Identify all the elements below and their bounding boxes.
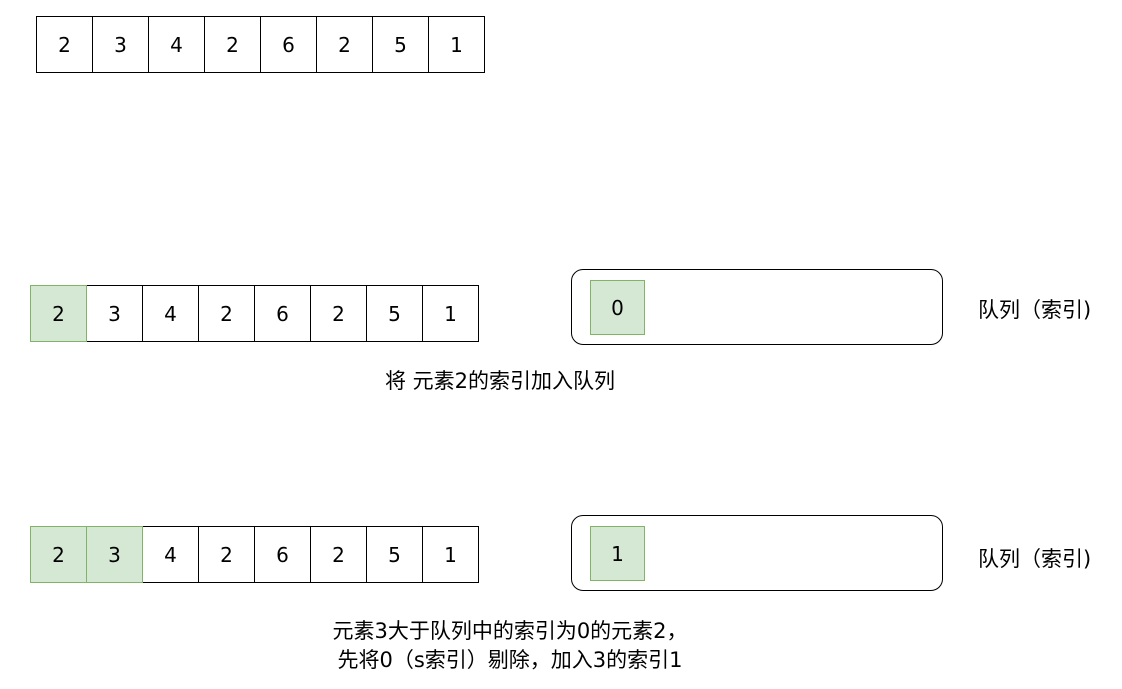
array-cell: 6 (254, 526, 311, 583)
array-cell: 2 (204, 16, 261, 73)
array-cell: 1 (422, 526, 479, 583)
caption-line: 先将0（s索引）剔除，加入3的索引1 (337, 648, 683, 672)
queue-item: 0 (590, 280, 645, 335)
step-2-caption: 元素3大于队列中的索引为0的元素2， 先将0（s索引）剔除，加入3的索引1 (240, 617, 780, 675)
array-cell: 4 (142, 526, 199, 583)
array-cell: 2 (316, 16, 373, 73)
queue-label: 队列（索引) (978, 547, 1092, 571)
array-cell: 6 (260, 16, 317, 73)
array-cell: 3 (86, 285, 143, 342)
array-cell: 3 (92, 16, 149, 73)
step-1-caption: 将 元素2的索引加入队列 (330, 367, 670, 396)
array-cell: 2 (198, 526, 255, 583)
array-cell: 3 (86, 526, 143, 583)
array-cell: 5 (372, 16, 429, 73)
array-cell: 2 (310, 285, 367, 342)
array-cell: 2 (310, 526, 367, 583)
queue-label: 队列（索引) (978, 298, 1092, 322)
array-cell: 2 (198, 285, 255, 342)
array-cell: 2 (30, 526, 87, 583)
array-cell: 1 (428, 16, 485, 73)
array-cell: 5 (366, 285, 423, 342)
array-cell: 2 (30, 285, 87, 342)
queue-box-step-1: 0 (571, 269, 943, 345)
queue-box-step-2: 1 (571, 515, 943, 591)
queue-item: 1 (590, 526, 645, 581)
array-cell: 6 (254, 285, 311, 342)
array-cell: 1 (422, 285, 479, 342)
caption-line: 元素3大于队列中的索引为0的元素2， (332, 619, 688, 643)
caption-line: 将 元素2的索引加入队列 (384, 369, 616, 393)
array-cell: 5 (366, 526, 423, 583)
array-cell: 2 (36, 16, 93, 73)
array-cell: 4 (148, 16, 205, 73)
array-cell: 4 (142, 285, 199, 342)
